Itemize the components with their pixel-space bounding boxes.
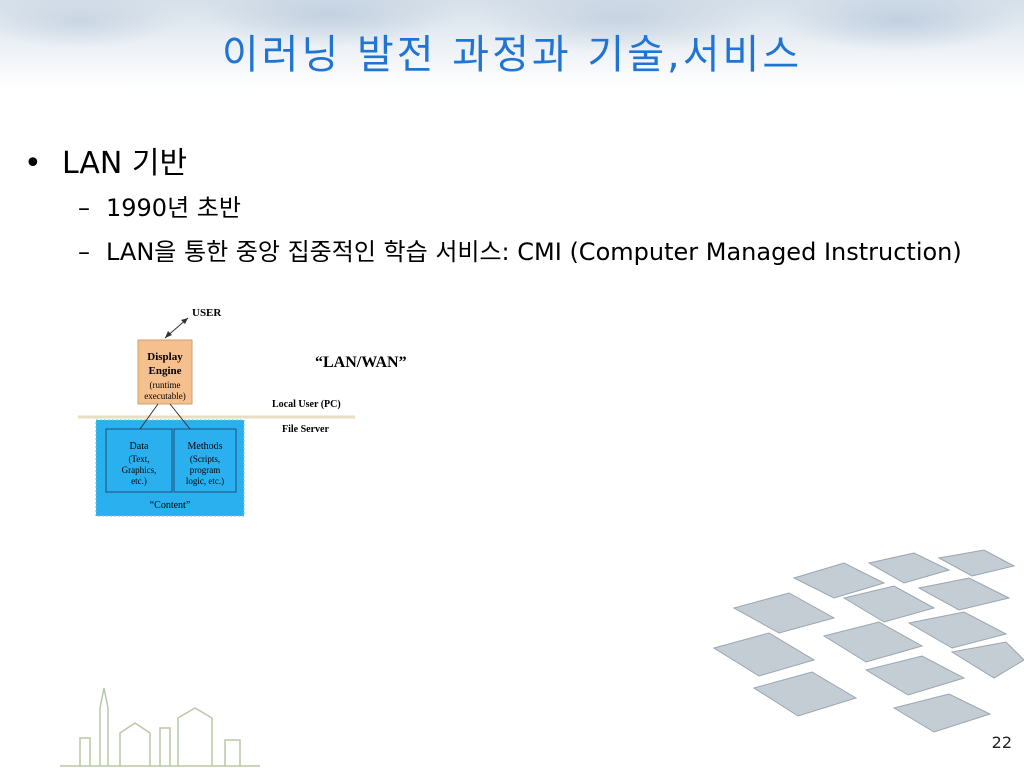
user-arrowhead-icon	[181, 318, 188, 324]
methods-box-label-2: (Scripts,	[190, 454, 220, 464]
lan-wan-heading: “LAN/WAN”	[315, 354, 407, 371]
dash-icon: –	[78, 194, 90, 222]
engine-methods-arrow	[169, 403, 191, 430]
data-box-label-2: (Text,	[128, 454, 149, 464]
file-server-label: File Server	[282, 424, 329, 435]
bullet-level1: • LAN 기반	[24, 138, 1004, 182]
data-box-label-4: etc.)	[131, 476, 147, 486]
bullet-level2-text: 1990년 초반	[106, 194, 241, 222]
content-label: “Content”	[150, 500, 191, 511]
bullet-level2-item: – 1990년 초반	[24, 192, 1004, 226]
methods-box-label-3: program	[190, 465, 221, 475]
display-engine-label-3: (runtime	[150, 380, 181, 390]
bullet-level1-text: LAN 기반	[62, 146, 188, 181]
bullet-level2-text: LAN을 통한 중앙 집중적인 학습 서비스: CMI (Computer Ma…	[106, 237, 962, 266]
methods-box	[173, 428, 237, 493]
data-box-label-3: Graphics,	[122, 465, 157, 475]
cloud-header-background	[0, 0, 1024, 90]
display-engine-label-1: Display	[147, 351, 183, 363]
page-number: 22	[991, 733, 1012, 752]
display-engine-box	[137, 339, 193, 405]
lan-wan-diagram: USER Display Engine (runtime executable)…	[70, 298, 450, 528]
methods-box-label-1: Methods	[188, 441, 223, 452]
engine-arrowhead-icon	[165, 331, 172, 338]
content-area	[95, 419, 245, 517]
bullet-dot-icon: •	[24, 146, 42, 181]
slide-title: 이러닝 발전 과정과 기술,서비스	[221, 32, 803, 78]
display-engine-label-4: executable)	[144, 391, 185, 401]
decorative-tiles	[712, 549, 1024, 733]
dash-icon: –	[78, 237, 90, 266]
engine-data-arrow	[139, 403, 159, 430]
methods-box-label-4: logic, etc.)	[186, 476, 224, 486]
bullet-list: • LAN 기반 – 1990년 초반 – LAN을 통한 중앙 집중적인 학습…	[24, 138, 1004, 269]
bullet-level2-item: – LAN을 통한 중앙 집중적인 학습 서비스: CMI (Computer …	[24, 236, 1004, 270]
user-label: USER	[192, 307, 222, 319]
data-box	[105, 428, 173, 493]
local-user-label: Local User (PC)	[272, 399, 341, 410]
data-box-label-1: Data	[130, 441, 149, 452]
display-engine-label-2: Engine	[148, 365, 181, 377]
decorative-skyline	[60, 687, 260, 767]
